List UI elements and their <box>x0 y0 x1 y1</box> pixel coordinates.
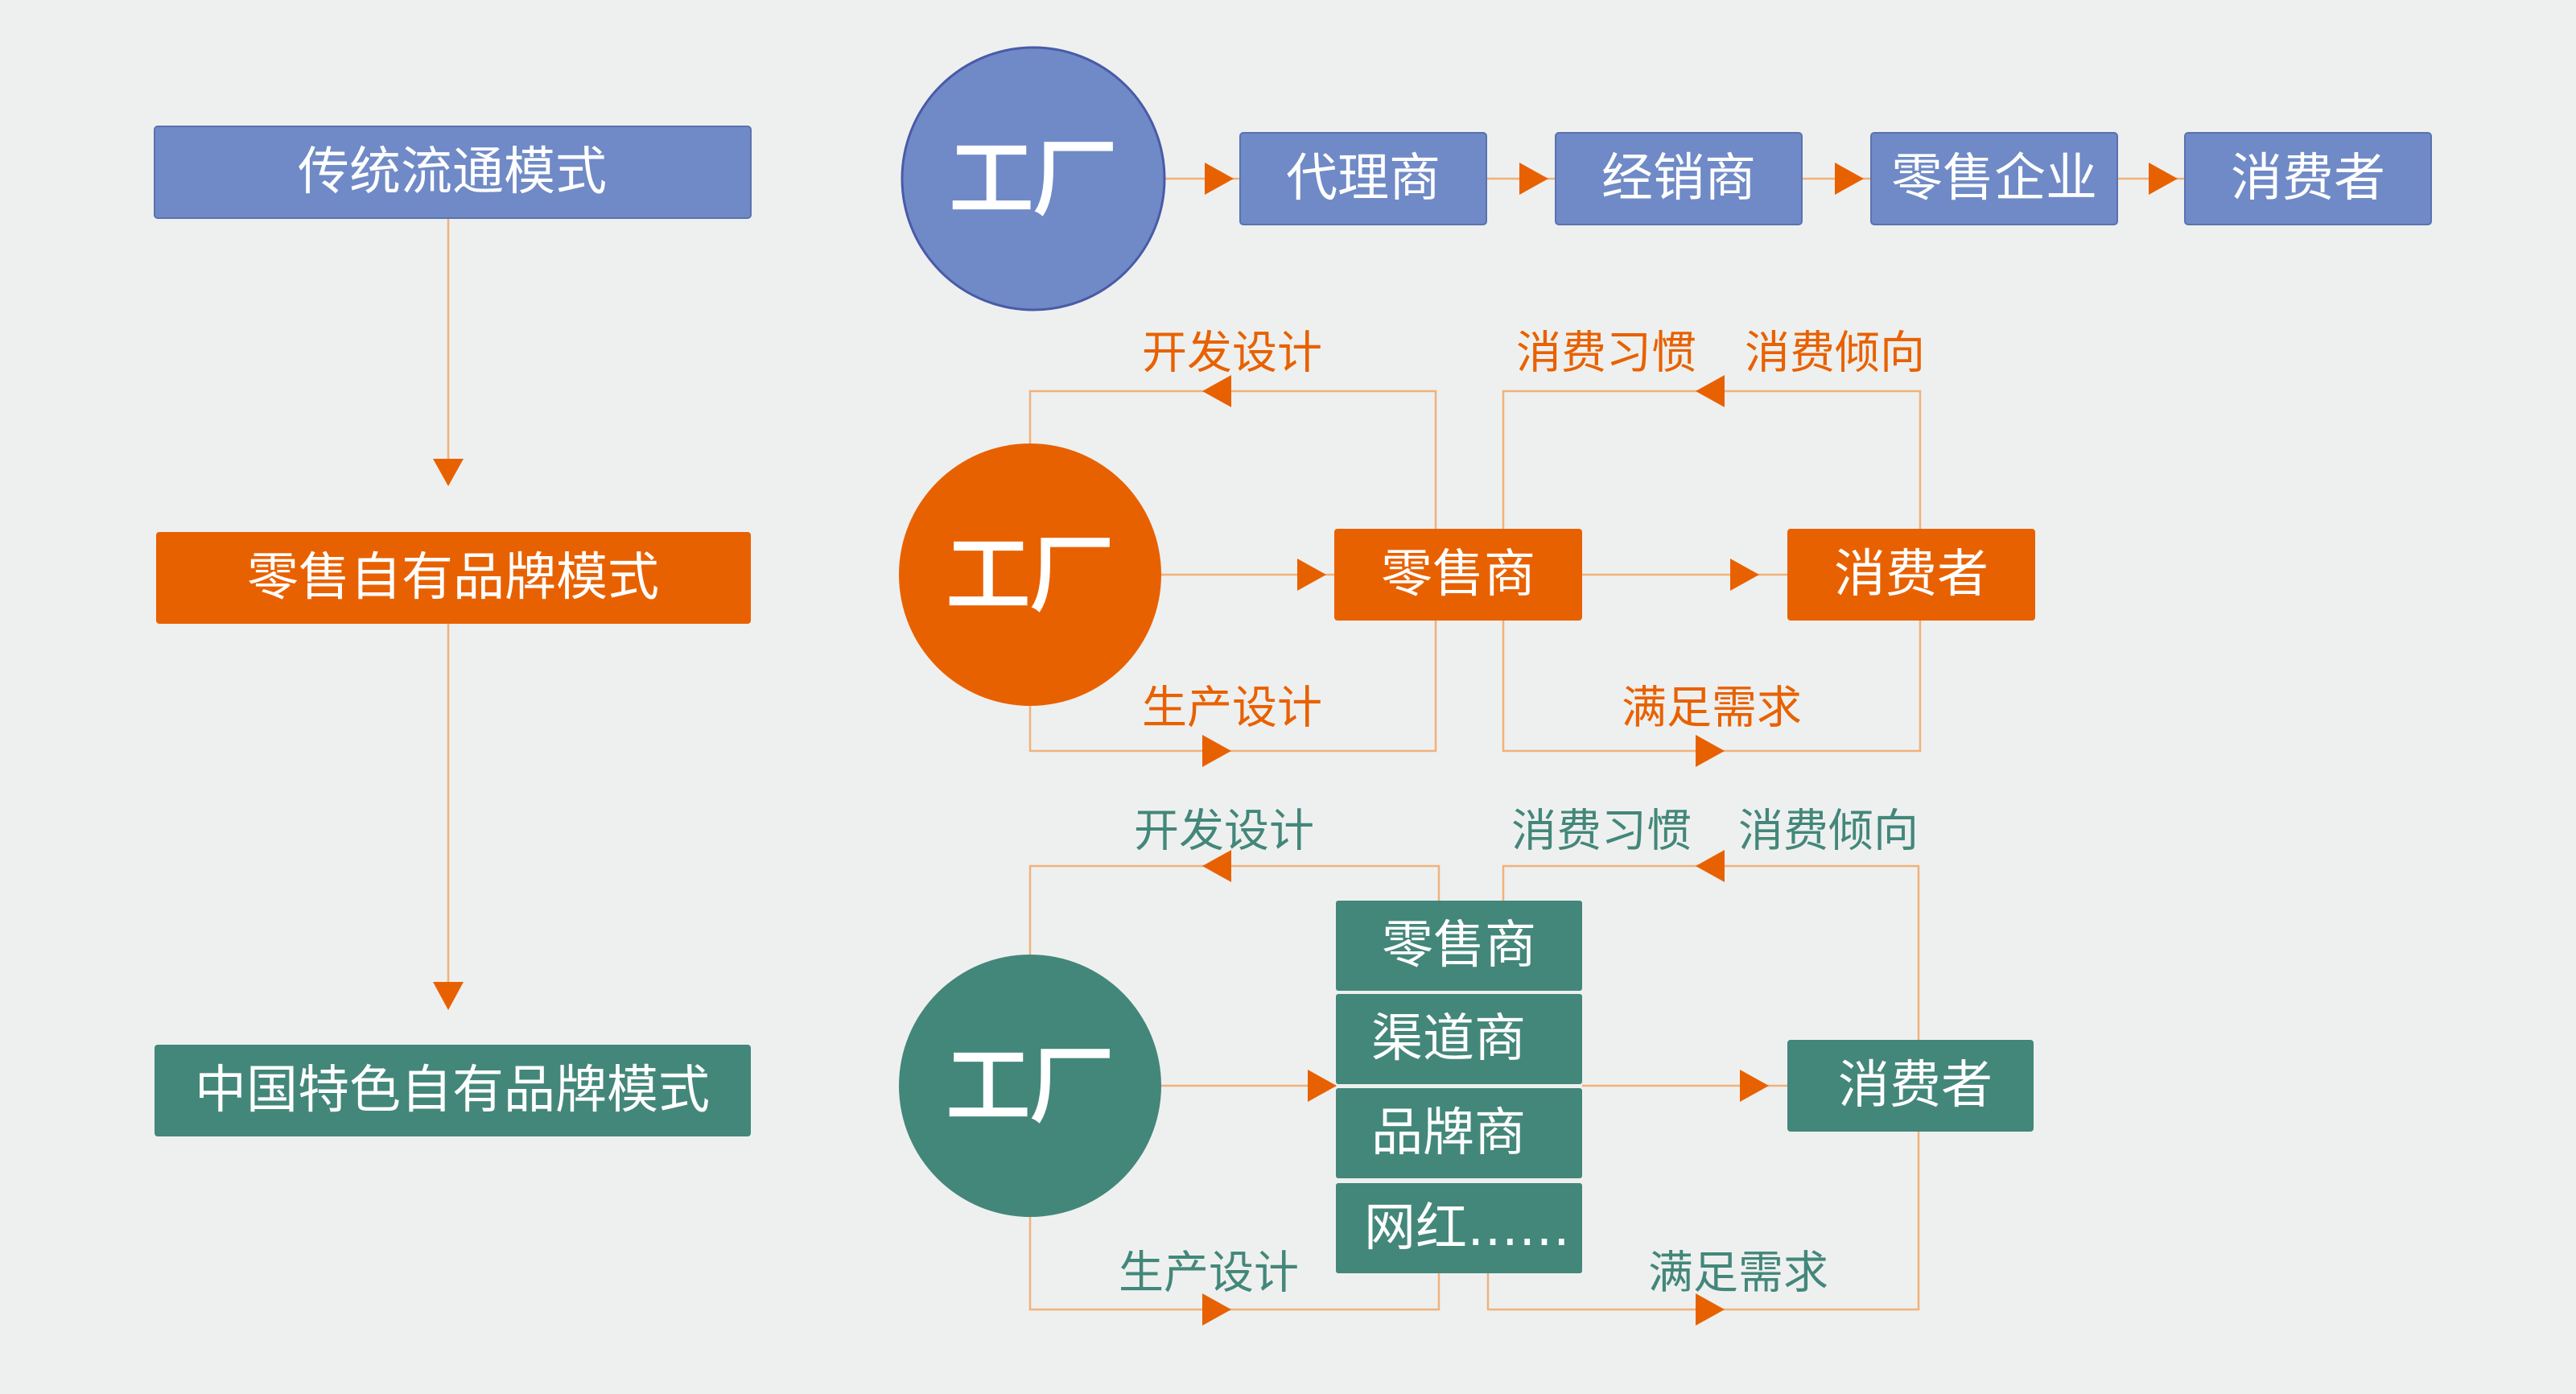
label-satisfy: 满足需求 <box>1648 1248 1828 1300</box>
svg-text:零售商: 零售商 <box>1382 916 1536 975</box>
chain-box-agent: 代理商 <box>1239 132 1487 225</box>
consumer-box: 消费者 <box>1787 1040 2034 1132</box>
svg-text:经销商: 经销商 <box>1601 149 1756 208</box>
mode-label: 零售自有品牌模式 <box>247 548 659 608</box>
label-habits: 消费习惯 <box>1516 328 1696 380</box>
label-satisfy: 满足需求 <box>1622 683 1802 735</box>
factory-circle <box>899 443 1161 706</box>
svg-text:网红……: 网红…… <box>1364 1198 1570 1258</box>
row-retail-own-brand: 工厂 零售商 消费者 开发设计 消费习惯 消费倾向 生产设计 满足需求 <box>899 328 2035 767</box>
row-traditional: 工厂 代理商 经销商 零售企业 消费者 <box>901 46 2432 311</box>
label-develop: 开发设计 <box>1134 806 1314 858</box>
consumer-box: 消费者 <box>1787 529 2035 621</box>
factory-label: 工厂 <box>950 130 1117 228</box>
arrow-right <box>2149 163 2178 195</box>
mode-label: 中国特色自有品牌模式 <box>195 1061 710 1120</box>
svg-text:渠道商: 渠道商 <box>1371 1009 1526 1069</box>
mode-box-china-own-brand: 中国特色自有品牌模式 <box>155 1045 751 1136</box>
arrow-down <box>433 982 464 1010</box>
factory-circle <box>899 955 1161 1217</box>
arrow-right <box>1835 163 1864 195</box>
svg-text:零售企业: 零售企业 <box>1891 149 2097 208</box>
arrow-down <box>433 459 464 486</box>
chain-box-consumer: 消费者 <box>2184 132 2432 225</box>
arrow-right <box>1519 163 1548 195</box>
svg-text:品牌商: 品牌商 <box>1371 1103 1526 1163</box>
svg-text:零售商: 零售商 <box>1381 545 1535 604</box>
retailer-box: 零售商 <box>1334 529 1582 621</box>
label-produce: 生产设计 <box>1142 683 1322 735</box>
factory-label: 工厂 <box>946 526 1114 624</box>
label-produce: 生产设计 <box>1119 1248 1299 1300</box>
channel-box-distributor: 渠道商 <box>1336 994 1582 1084</box>
factory-label: 工厂 <box>946 1037 1114 1135</box>
svg-text:消费者: 消费者 <box>2231 149 2385 208</box>
channel-box-retailer: 零售商 <box>1336 901 1582 991</box>
channel-box-brand: 品牌商 <box>1336 1088 1582 1178</box>
label-develop: 开发设计 <box>1142 328 1322 380</box>
svg-text:消费者: 消费者 <box>1834 545 1989 604</box>
channel-box-influencer: 网红…… <box>1336 1183 1582 1273</box>
row-china-own-brand: 工厂 零售商 渠道商 品牌商 网红…… 消费者 开发设计 消费习惯 消费倾向 生… <box>899 806 2034 1326</box>
label-habits: 消费习惯 <box>1511 806 1692 858</box>
chain-box-retailer: 零售企业 <box>1870 132 2118 225</box>
mode-box-retail-own-brand: 零售自有品牌模式 <box>156 532 751 624</box>
arrow-right <box>1205 163 1234 195</box>
label-tendency: 消费倾向 <box>1745 328 1925 380</box>
svg-text:消费者: 消费者 <box>1838 1056 1993 1116</box>
factory-circle <box>901 46 1166 311</box>
svg-text:代理商: 代理商 <box>1286 149 1440 208</box>
chain-box-dealer: 经销商 <box>1555 132 1803 225</box>
mode-column: 传统流通模式 零售自有品牌模式 中国特色自有品牌模式 <box>154 126 752 1136</box>
label-tendency: 消费倾向 <box>1738 806 1919 858</box>
mode-box-traditional: 传统流通模式 <box>154 126 752 219</box>
mode-label: 传统流通模式 <box>298 142 607 202</box>
